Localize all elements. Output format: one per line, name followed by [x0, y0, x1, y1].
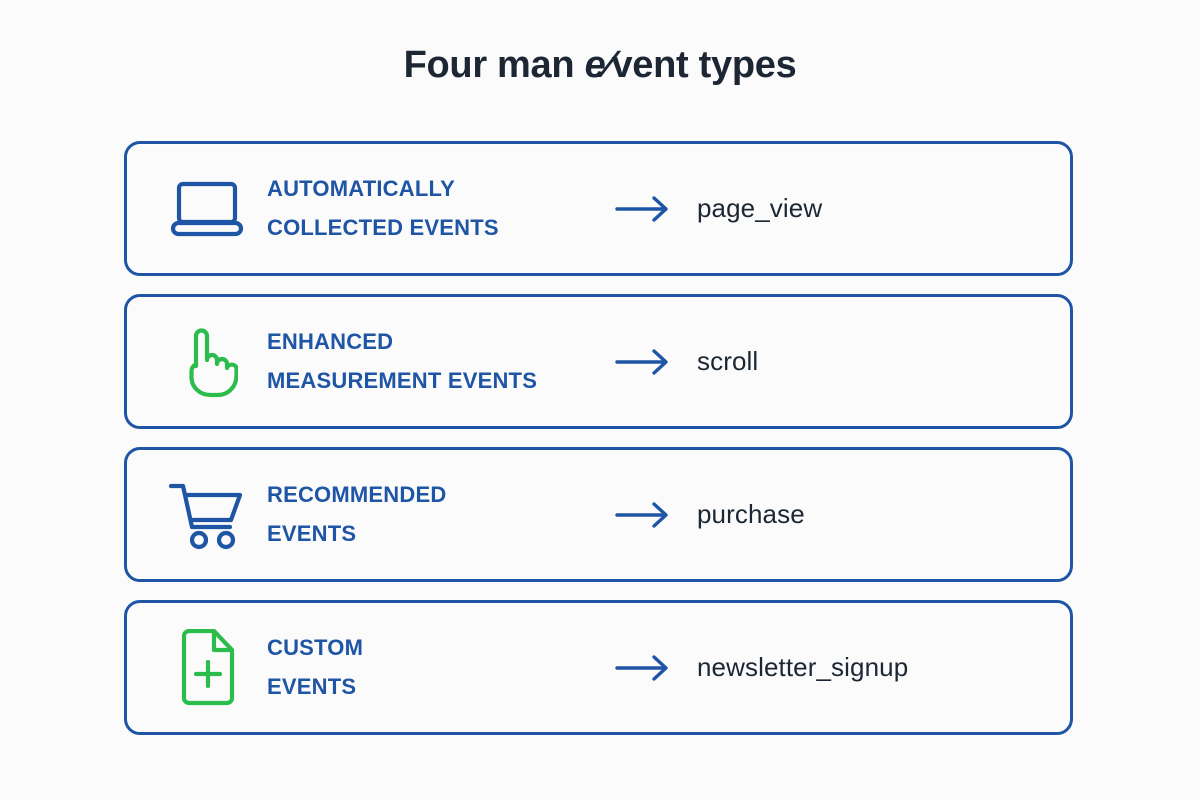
event-type-label: ENHANCED MEASUREMENT EVENTS: [267, 323, 597, 400]
event-type-label: AUTOMATICALLY COLLECTED EVENTS: [267, 170, 597, 247]
arrow-right-icon: [597, 348, 693, 375]
page-title-prefix: Four man: [403, 44, 585, 86]
event-type-card-list: AUTOMATICALLY COLLECTED EVENTS page_view…: [124, 141, 1073, 735]
event-type-label-line2: EVENTS: [267, 520, 357, 546]
page-title-suffix: vent types: [611, 44, 797, 86]
pointing-hand-icon: [151, 326, 263, 398]
event-type-label: RECOMMENDED EVENTS: [267, 476, 597, 553]
document-plus-icon: [151, 628, 263, 707]
event-type-label: CUSTOM EVENTS: [267, 629, 597, 706]
event-type-label-line2: COLLECTED EVENTS: [267, 214, 499, 240]
event-type-label-line1: AUTOMATICALLY: [267, 176, 455, 201]
page-title-swash-glyph: e⁄: [584, 44, 612, 86]
event-name: page_view: [697, 193, 823, 223]
event-type-card[interactable]: RECOMMENDED EVENTS purchase: [124, 447, 1073, 582]
event-name: newsletter_signup: [697, 652, 909, 682]
event-type-label-line2: EVENTS: [267, 673, 357, 699]
event-type-card[interactable]: ENHANCED MEASUREMENT EVENTS scroll: [124, 294, 1073, 429]
event-name: purchase: [697, 499, 805, 529]
event-type-card[interactable]: CUSTOM EVENTS newsletter_signup: [124, 600, 1073, 735]
shopping-cart-icon: [151, 480, 263, 550]
event-type-label-line2: MEASUREMENT EVENTS: [267, 367, 538, 393]
page-title: Four man e⁄vent types: [0, 44, 1200, 87]
laptop-icon: [151, 179, 263, 239]
event-type-label-line1: RECOMMENDED: [267, 482, 447, 507]
arrow-right-icon: [597, 501, 693, 528]
event-type-label-line1: ENHANCED: [267, 329, 394, 354]
event-type-label-line1: CUSTOM: [267, 635, 364, 660]
arrow-right-icon: [597, 195, 693, 222]
arrow-right-icon: [597, 654, 693, 681]
event-name: scroll: [697, 346, 759, 376]
event-type-card[interactable]: AUTOMATICALLY COLLECTED EVENTS page_view: [124, 141, 1073, 276]
